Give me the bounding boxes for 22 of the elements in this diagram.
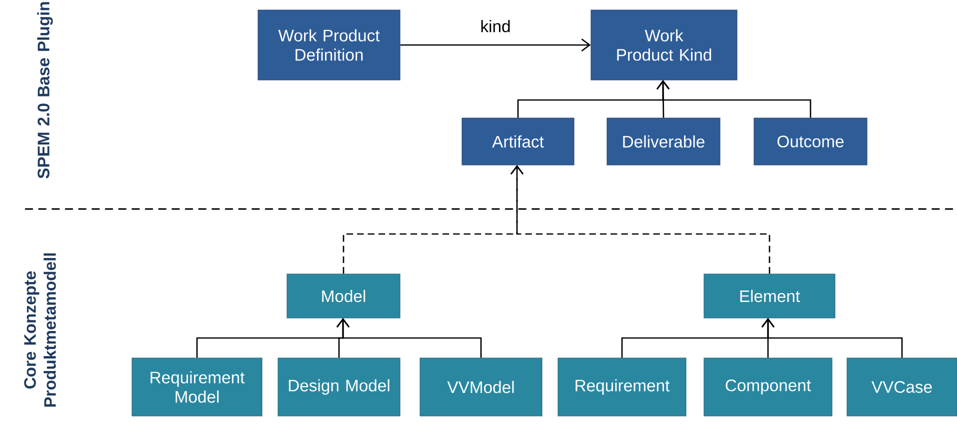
- class-box: Deliverable: [606, 118, 720, 166]
- class-box: Artifact: [462, 118, 574, 166]
- section-label: Core Konzepte Produktmetamodell: [24, 253, 56, 407]
- class-box: Work Product Definition: [258, 10, 400, 80]
- arrow: [510, 165, 770, 274]
- section-label: SPEM 2.0 Base Plugin: [37, 2, 53, 178]
- class-box: VVModel: [420, 358, 542, 416]
- class-box: VVCase: [846, 358, 957, 416]
- class-box: Model: [286, 274, 400, 318]
- arrow: [400, 38, 591, 52]
- class-box: Component: [704, 358, 832, 416]
- arrow: [336, 318, 482, 358]
- class-box: Element: [704, 274, 836, 318]
- class-box: Requirement Model: [132, 358, 262, 416]
- arrow: [656, 80, 670, 118]
- class-box: Work Product Kind: [590, 10, 738, 80]
- arrow: [656, 80, 812, 118]
- arrow: [761, 318, 903, 358]
- class-box: Requirement: [558, 358, 686, 416]
- class-box: Outcome: [754, 118, 868, 166]
- edge-label: kind: [481, 20, 510, 32]
- class-box: Design Model: [278, 358, 400, 416]
